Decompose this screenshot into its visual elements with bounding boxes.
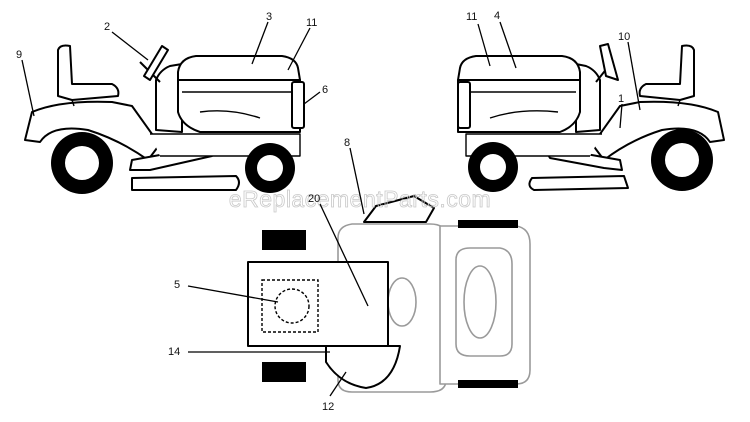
mulch-cover — [325, 345, 401, 389]
callout-4: 4 — [494, 10, 500, 22]
seat-left — [57, 44, 120, 101]
leader-5 — [187, 285, 279, 303]
callout-8: 8 — [344, 137, 350, 149]
callout-11b: 11 — [466, 11, 477, 23]
top-front-tire-lower — [262, 362, 306, 382]
callout-5: 5 — [174, 279, 180, 291]
discharge-chute — [363, 195, 435, 223]
callout-6: 6 — [322, 84, 328, 96]
hood-left — [177, 55, 301, 81]
leader-4 — [499, 21, 517, 69]
top-front-tire-upper — [262, 230, 306, 250]
callout-2: 2 — [104, 21, 110, 33]
watermark-text: eReplacementParts.com — [229, 186, 491, 212]
dash-right — [575, 63, 601, 133]
hood-decal-outline — [261, 279, 319, 333]
rear-rim-left — [65, 146, 99, 180]
leader-11b — [477, 23, 491, 67]
front-rim-right — [480, 154, 506, 180]
rear-rim-right — [665, 143, 699, 177]
callout-12: 12 — [322, 401, 334, 413]
leader-6 — [303, 91, 321, 105]
top-rear-tire-upper — [458, 220, 518, 228]
tractor-left-side-view — [24, 44, 305, 194]
rear-fender-left — [24, 100, 161, 161]
seat-right — [638, 44, 695, 101]
rear-fender-right — [591, 100, 725, 161]
steering-wheel-left — [143, 45, 169, 81]
tractor-top-view — [247, 195, 531, 393]
front-rim-left — [257, 155, 283, 181]
hood-detail-right — [462, 91, 576, 119]
hood-side-left — [177, 79, 301, 133]
callout-3: 3 — [266, 11, 272, 23]
mower-deck-left — [131, 175, 240, 191]
leader-1 — [619, 103, 623, 129]
hood-right — [457, 55, 581, 81]
leader-3 — [251, 21, 269, 65]
hood-side-right — [457, 79, 581, 133]
callout-14: 14 — [168, 346, 180, 358]
hood-decal-circle — [274, 288, 310, 324]
leader-9 — [21, 59, 35, 117]
leader-20 — [319, 203, 369, 307]
hood-detail-left — [182, 91, 296, 119]
grille-right — [457, 81, 471, 129]
callout-1: 1 — [618, 93, 624, 105]
top-steering — [387, 277, 417, 327]
tractor-right-side-view — [457, 43, 725, 192]
leader-lines — [21, 21, 641, 397]
leader-11a — [287, 27, 311, 71]
leader-10 — [627, 41, 641, 111]
leader-12 — [329, 371, 347, 397]
mower-deck-right — [528, 175, 629, 191]
grille-left — [291, 81, 305, 129]
callout-11a: 11 — [306, 17, 317, 29]
top-rear-tire-lower — [458, 380, 518, 388]
callout-20: 20 — [308, 193, 320, 205]
leader-8 — [349, 147, 365, 215]
callout-10: 10 — [618, 31, 630, 43]
seat-post-right — [677, 99, 681, 107]
steering-wheel-right — [599, 43, 619, 81]
callout-9: 9 — [16, 49, 22, 61]
top-seat-cushion — [463, 265, 497, 339]
seat-post-left — [71, 99, 75, 107]
leader-2 — [111, 31, 149, 61]
callout-labels: 9 2 3 11 6 11 4 10 1 8 20 5 14 12 — [16, 10, 630, 413]
